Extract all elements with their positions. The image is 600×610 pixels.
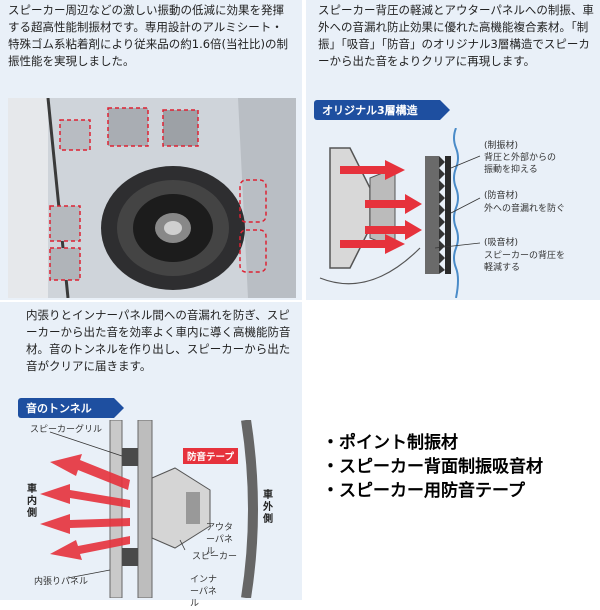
label-interior-side: 車内側 <box>27 484 37 519</box>
damping-description: スピーカー周辺などの激しい振動の低減に効果を発揮する超高性能制振材です。専用設計… <box>8 3 289 68</box>
layer-damping-name: (制振材) <box>484 141 519 151</box>
feature-rear-damping-absorb: ・スピーカー背面制振吸音材 <box>322 457 543 477</box>
label-trim-panel: 内張りパネル <box>34 577 89 587</box>
label-inner-panel: インナーパネル <box>190 575 218 609</box>
label-soundproof-tape: 防音テープ <box>183 448 238 464</box>
three-layer-diagram <box>319 128 481 298</box>
three-layer-title: オリジナル3層構造 <box>314 100 450 120</box>
layer-absorb-desc2: 軽減する <box>484 263 521 273</box>
tunnel-title: 音のトンネル <box>18 398 124 418</box>
label-outer-panel: アウターパネル <box>206 523 234 557</box>
tunnel-description: 内張りとインナーパネル間への音漏れを防ぎ、スピーカーから出た音を効率よく車内に導… <box>26 308 291 373</box>
three-layer-description: スピーカー背圧の軽減とアウターパネルへの制振、車外への音漏れ防止効果に優れた高機… <box>318 3 594 68</box>
sound-tunnel-diagram <box>40 420 258 598</box>
layer-damping-desc2: 振動を抑える <box>484 165 538 175</box>
layer-absorb-name: (吸音材) <box>484 238 519 248</box>
label-speaker-grille: スピーカーグリル <box>30 425 103 435</box>
layer-soundproof-name: (防音材) <box>484 191 519 201</box>
label-exterior-side: 車外側 <box>263 490 273 525</box>
layer-damping-desc1: 背圧と外部からの <box>484 153 557 163</box>
label-speaker: スピーカー <box>192 552 238 562</box>
layer-soundproof-desc1: 外への音漏れを防ぐ <box>484 204 566 214</box>
door-speaker-photo <box>8 98 296 298</box>
feature-point-damping: ・ポイント制振材 <box>322 433 458 453</box>
feature-soundproof-tape: ・スピーカー用防音テープ <box>322 481 525 501</box>
layer-absorb-desc1: スピーカーの背圧を <box>484 251 566 261</box>
